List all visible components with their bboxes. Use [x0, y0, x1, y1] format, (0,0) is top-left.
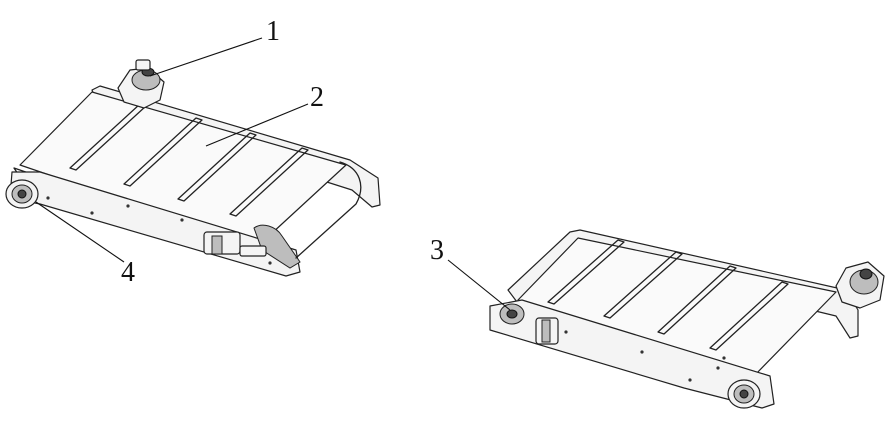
- right-conveyor: [489, 229, 885, 409]
- left-motor: [117, 59, 165, 109]
- left-end-roller: [253, 224, 301, 269]
- callout-4: 4: [121, 257, 135, 288]
- right-motor: [835, 261, 885, 309]
- callout-1: 1: [266, 16, 280, 47]
- right-bearing: [727, 379, 761, 409]
- leader-1: [149, 37, 263, 77]
- leader-4: [35, 201, 125, 263]
- right-tensioner: [499, 303, 559, 345]
- leader-lines: [35, 37, 511, 311]
- right-plate-holes: [564, 330, 726, 382]
- right-belt-slats: [547, 239, 789, 351]
- leader-2: [205, 103, 309, 147]
- left-plate-holes: [46, 196, 272, 265]
- callout-3: 3: [430, 235, 444, 266]
- right-near-plate: [489, 299, 775, 409]
- left-conveyor: [5, 59, 381, 277]
- callout-2: 2: [310, 82, 324, 113]
- left-tensioner: [203, 231, 267, 257]
- leader-3: [447, 259, 511, 311]
- left-bearing: [5, 179, 39, 209]
